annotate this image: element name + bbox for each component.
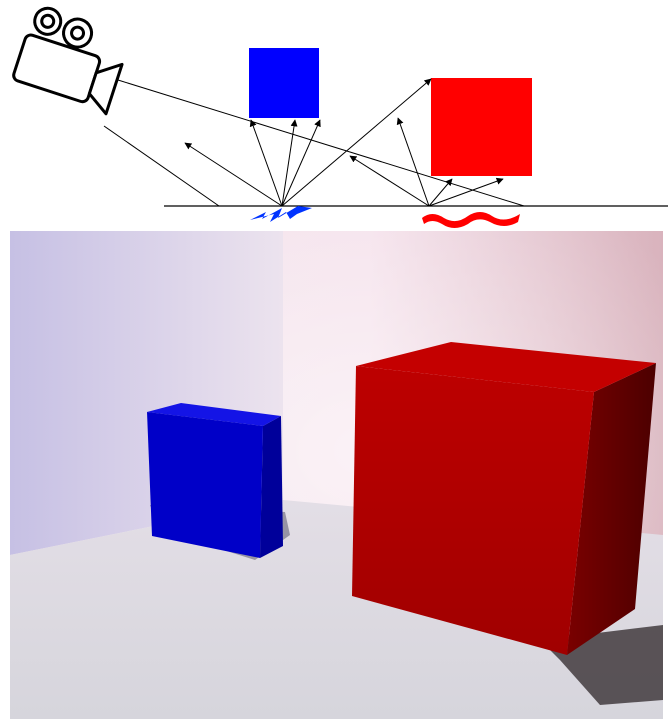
blue-cube-side	[260, 416, 283, 558]
blue-cube	[147, 403, 283, 558]
red-box	[431, 78, 532, 176]
blue-box	[249, 48, 319, 118]
red-cube	[352, 342, 656, 655]
rendered-scene	[10, 231, 663, 719]
blue-cube-front	[147, 412, 263, 558]
blue-squiggle-icon	[250, 206, 312, 222]
video-camera-icon	[11, 4, 132, 114]
red-squiggle-icon	[422, 212, 520, 228]
camera-ray-lower	[104, 126, 219, 206]
diagram-panel	[11, 4, 668, 228]
